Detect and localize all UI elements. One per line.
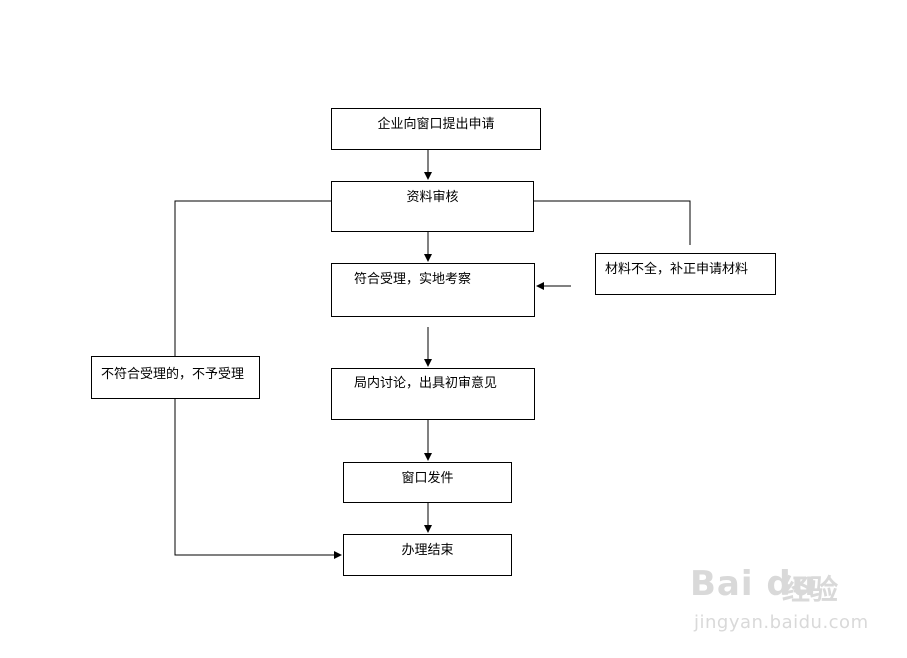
node-label: 办理结束: [401, 543, 454, 558]
node-accept-inspection: 符合受理，实地考察: [331, 263, 535, 317]
node-document-review: 资料审核: [331, 181, 534, 232]
watermark-logo: Bai du: [690, 564, 817, 604]
node-submit-application: 企业向窗口提出申请: [331, 108, 541, 150]
connector-review-to-reject: [174, 200, 331, 356]
connector-review-to-incomplete: [534, 200, 691, 245]
node-incomplete-materials: 材料不全，补正申请材料: [595, 253, 776, 295]
node-process-end: 办理结束: [343, 534, 512, 576]
node-label: 局内讨论，出具初审意见: [354, 376, 498, 391]
node-label: 符合受理，实地考察: [354, 272, 472, 287]
node-internal-discussion: 局内讨论，出具初审意见: [331, 368, 535, 420]
watermark-subtitle: 经验: [782, 573, 839, 606]
arrow-reject-to-end: [174, 399, 342, 559]
watermark-url: jingyan.baidu.com: [694, 612, 869, 633]
node-label: 资料审核: [406, 190, 459, 205]
node-rejected: 不符合受理的，不予受理: [91, 356, 260, 399]
baidu-jingyan-watermark: Bai du 经验 jingyan.baidu.com: [690, 562, 890, 642]
node-window-issue: 窗口发件: [343, 462, 512, 503]
node-label: 企业向窗口提出申请: [377, 117, 495, 132]
node-label: 材料不全，补正申请材料: [605, 262, 749, 277]
node-label: 窗口发件: [401, 471, 454, 486]
node-label: 不符合受理的，不予受理: [101, 367, 245, 382]
